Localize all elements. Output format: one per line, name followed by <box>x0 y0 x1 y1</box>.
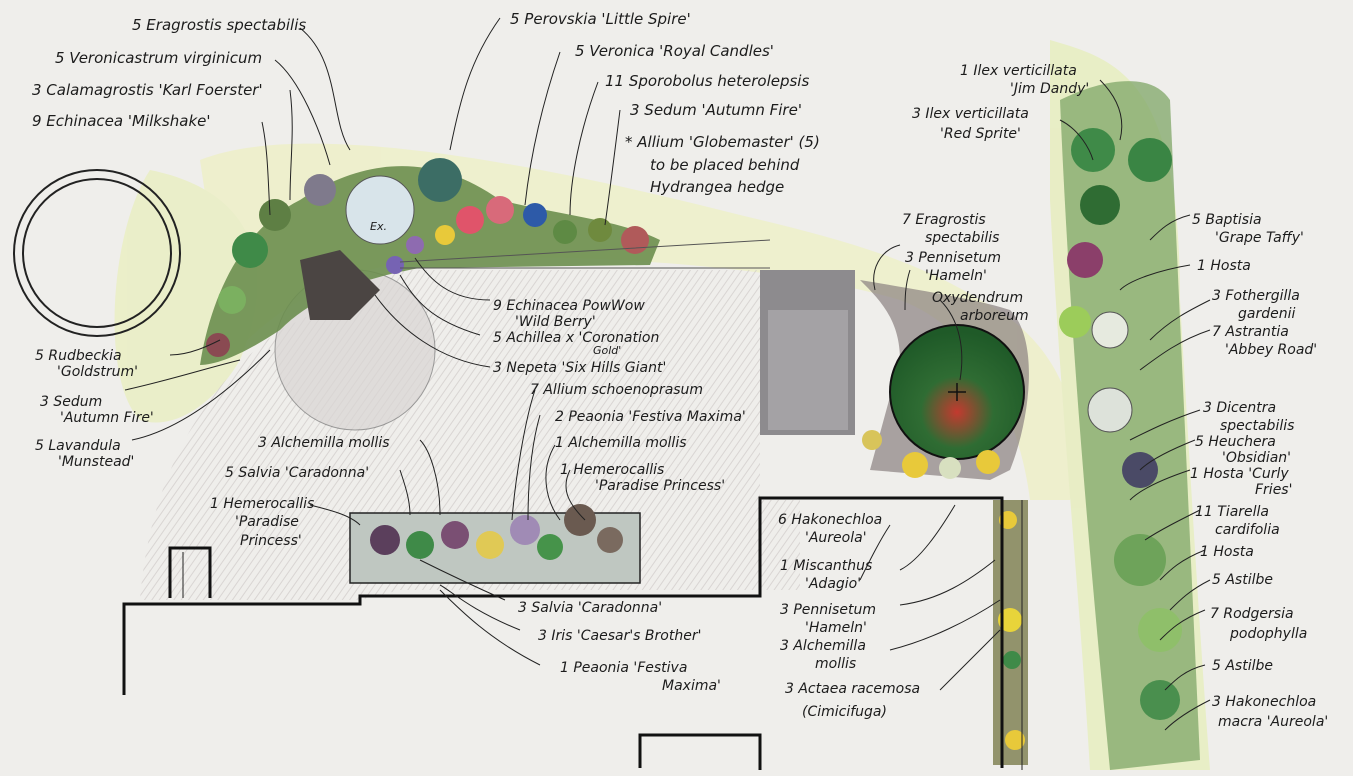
label-salvia-bottom: 3 Salvia 'Caradonna' <box>518 600 662 616</box>
label-allium-note-3: Hydrangea hedge <box>650 178 784 196</box>
label-calamagrostis: 3 Calamagrostis 'Karl Foerster' <box>32 81 263 99</box>
label-veronica: 5 Veronica 'Royal Candles' <box>575 42 774 60</box>
label-achillea-1: 5 Achillea x 'Coronation <box>493 330 659 346</box>
label-pennisetum-top-2: 'Hameln' <box>925 268 987 284</box>
existing-mark: Ex. <box>370 220 387 233</box>
label-baptisia-2: 'Grape Taffy' <box>1215 230 1304 246</box>
label-hemerocallis-left-2: 'Paradise <box>235 514 299 530</box>
label-heuchera-1: 5 Heuchera <box>1195 434 1276 450</box>
label-hemerocallis-left-3: Princess' <box>240 533 302 549</box>
label-hosta-curly-1: 1 Hosta 'Curly <box>1190 466 1289 482</box>
label-rodgersia-2: podophylla <box>1229 626 1307 642</box>
top-perennial-bed: Ex. <box>200 158 660 365</box>
plant-labels: 5 Eragrostis spectabilis 5 Veronicastrum… <box>32 10 1328 730</box>
label-achillea-2: Gold' <box>593 344 621 357</box>
label-lavandula-2: 'Munstead' <box>58 454 134 470</box>
label-peaonia-bottom-1: 1 Peaonia 'Festiva <box>560 660 687 676</box>
label-hakonechloa-bottom-1: 3 Hakonechloa <box>1212 694 1316 710</box>
label-hemerocallis-left-1: 1 Hemerocallis <box>210 496 314 512</box>
label-rudbeckia-2: 'Goldstrum' <box>57 364 138 380</box>
label-hakonechloa-bottom-2: macra 'Aureola' <box>1218 714 1328 730</box>
label-hosta-curly-2: Fries' <box>1255 482 1292 498</box>
label-ilex-jim-dandy-1: 1 Ilex verticillata <box>960 63 1077 79</box>
planter-plants <box>370 504 623 560</box>
label-hemerocallis-right-1: 1 Hemerocallis <box>560 462 664 478</box>
label-sporobolus: 11 Sporobolus heterolepsis <box>605 72 809 90</box>
label-pennisetum-bottom-2: 'Hameln' <box>805 620 867 636</box>
label-echinacea-powwow-1: 9 Echinacea PowWow <box>493 298 645 314</box>
label-dicentra-1: 3 Dicentra <box>1203 400 1276 416</box>
label-hosta-1: 1 Hosta <box>1197 258 1251 274</box>
label-sedum-top: 3 Sedum 'Autumn Fire' <box>630 101 802 119</box>
label-ilex-red-sprite-2: 'Red Sprite' <box>940 126 1021 142</box>
label-astrantia-2: 'Abbey Road' <box>1225 342 1317 358</box>
label-miscanthus-2: 'Adagio' <box>805 576 861 592</box>
label-rodgersia-1: 7 Rodgersia <box>1210 606 1294 622</box>
label-sedum-left-1: 3 Sedum <box>40 394 102 410</box>
label-eragrostis-spectabilis-top: 5 Eragrostis spectabilis <box>132 16 306 34</box>
label-ilex-red-sprite-1: 3 Ilex verticillata <box>912 106 1029 122</box>
label-ilex-jim-dandy-2: 'Jim Dandy' <box>1010 81 1089 97</box>
label-hakonechloa-top-2: 'Aureola' <box>805 530 867 546</box>
label-astrantia-1: 7 Astrantia <box>1212 324 1289 340</box>
hedge-line <box>399 239 771 269</box>
label-eragrostis-2-1: 7 Eragrostis <box>902 212 986 228</box>
label-lavandula-1: 5 Lavandula <box>35 438 121 454</box>
label-rudbeckia-1: 5 Rudbeckia <box>35 348 122 364</box>
label-iris: 3 Iris 'Caesar's Brother' <box>538 628 701 644</box>
label-allium-note-1: * Allium 'Globemaster' (5) <box>625 133 820 151</box>
label-veronicastrum: 5 Veronicastrum virginicum <box>55 49 262 67</box>
label-echinacea-powwow-2: 'Wild Berry' <box>515 314 596 330</box>
label-fothergilla-1: 3 Fothergilla <box>1212 288 1300 304</box>
label-echinacea-milkshake: 9 Echinacea 'Milkshake' <box>32 112 210 130</box>
walls <box>122 496 1023 770</box>
label-alchemilla-bottom-1: 3 Alchemilla <box>780 638 866 654</box>
label-actaea-1: 3 Actaea racemosa <box>785 681 920 697</box>
step-inner <box>768 310 848 430</box>
label-hosta-2: 1 Hosta <box>1200 544 1254 560</box>
label-miscanthus-1: 1 Miscanthus <box>780 558 872 574</box>
label-astilbe-2: 5 Astilbe <box>1212 658 1273 674</box>
woodland-strip <box>1059 81 1200 770</box>
label-hakonechloa-top-1: 6 Hakonechloa <box>778 512 882 528</box>
label-fothergilla-2: gardenii <box>1238 306 1295 322</box>
label-hemerocallis-right-2: 'Paradise Princess' <box>595 478 725 494</box>
label-nepeta: 3 Nepeta 'Six Hills Giant' <box>493 360 666 376</box>
label-dicentra-2: spectabilis <box>1220 418 1294 434</box>
label-tiarella-2: cardifolia <box>1215 522 1280 538</box>
label-pennisetum-bottom-1: 3 Pennisetum <box>780 602 876 618</box>
label-allium-schoenoprasum: 7 Allium schoenoprasum <box>530 382 703 398</box>
label-tiarella-1: 11 Tiarella <box>1195 504 1269 520</box>
existing-circle-feature <box>13 169 181 337</box>
label-astilbe-1: 5 Astilbe <box>1212 572 1273 588</box>
label-alchemilla-right: 1 Alchemilla mollis <box>555 435 687 451</box>
label-pennisetum-top-1: 3 Pennisetum <box>905 250 1001 266</box>
label-eragrostis-2-2: spectabilis <box>925 230 999 246</box>
label-oxydendrum-1: Oxydendrum <box>932 290 1023 306</box>
oxydendrum-tree-bed <box>860 280 1029 480</box>
narrow-shade-bed <box>993 500 1028 765</box>
label-salvia-left: 5 Salvia 'Caradonna' <box>225 465 369 481</box>
label-allium-note-2: to be placed behind <box>650 156 800 174</box>
label-oxydendrum-2: arboreum <box>960 308 1029 324</box>
label-baptisia-1: 5 Baptisia <box>1192 212 1262 228</box>
label-alchemilla-bottom-2: mollis <box>815 656 856 672</box>
label-perovskia: 5 Perovskia 'Little Spire' <box>510 10 691 28</box>
leader-lines <box>124 17 1211 731</box>
label-sedum-left-2: 'Autumn Fire' <box>60 410 154 426</box>
label-heuchera-2: 'Obsidian' <box>1222 450 1291 466</box>
label-alchemilla-left: 3 Alchemilla mollis <box>258 435 390 451</box>
label-peaonia-bottom-2: Maxima' <box>662 678 721 694</box>
label-peaonia-festiva-top: 2 Peaonia 'Festiva Maxima' <box>555 409 746 425</box>
label-actaea-2: (Cimicifuga) <box>802 704 887 720</box>
